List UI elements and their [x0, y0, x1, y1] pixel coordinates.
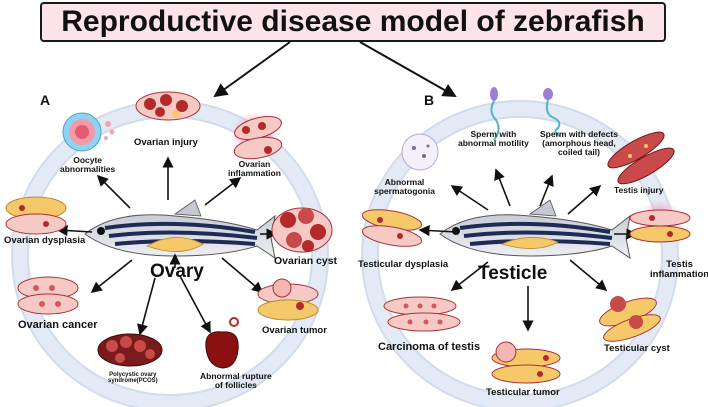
arrow-b-defects	[539, 174, 554, 207]
label-carcinoma-of-testis: Carcinoma of testis	[378, 341, 481, 353]
arrow-b-carcinoma	[450, 261, 489, 291]
spermatogonia-illustration	[401, 133, 439, 171]
arrow-b-spermatogonia	[450, 185, 489, 211]
ovarian-cyst-illustration	[271, 207, 333, 253]
oocyte-illustration	[62, 112, 115, 152]
arrow-b-dysplasia	[418, 224, 457, 237]
diagram-title: Reproductive disease model of zebrafish	[61, 5, 645, 38]
zebrafish-a	[84, 199, 276, 260]
arrow-a-inflammation	[204, 177, 242, 206]
panel-a-letter: A	[40, 92, 51, 108]
title-arrow-a	[213, 41, 291, 98]
arrow-a-pcos	[137, 277, 156, 336]
follicle-rupture-illustration	[205, 317, 239, 369]
ovarian-cancer-illustration	[17, 276, 79, 315]
ovarian-injury-illustration	[135, 91, 201, 121]
sperm-motility-illustration	[490, 87, 500, 141]
carcinoma-illustration	[383, 296, 461, 332]
label-sperm-defects: Sperm with defects (amorphous head, coil…	[540, 129, 618, 158]
arrow-a-rupture	[179, 275, 211, 334]
arrow-b-injury	[567, 184, 602, 215]
label-abnormal-spermatogonia: Abnormal spermatogonia	[374, 177, 435, 197]
ovarian-dysplasia-illustration	[5, 196, 67, 235]
sperm-defects-illustration	[543, 88, 561, 137]
arrow-a-dysplasia	[56, 224, 93, 237]
arrow-b-motility	[494, 168, 511, 207]
panel-b-letter: B	[424, 92, 435, 108]
panel-a-center-label: Ovary	[150, 261, 204, 282]
arrow-b-cyst	[569, 259, 608, 292]
label-testis-inflammation: Testis inflammation	[650, 259, 708, 281]
testicular-tumor-illustration	[491, 341, 561, 384]
title-arrow-b	[359, 41, 457, 97]
label-ovarian-tumor: Ovarian tumor	[262, 325, 327, 336]
label-oocyte-abnormalities: Oocyte abnormalities	[60, 155, 116, 175]
label-testicular-tumor: Testicular tumor	[486, 387, 560, 398]
label-sperm-abnormal-motility: Sperm with abnormal motility	[458, 129, 529, 149]
label-testis-injury: Testis injury	[614, 185, 664, 195]
label-abnormal-rupture: Abnormal rupture of follicles	[200, 371, 272, 391]
arrow-a-cancer	[90, 259, 133, 293]
testis-inflammation-illustration	[629, 200, 691, 244]
label-testicular-cyst: Testicular cyst	[604, 343, 670, 354]
label-ovarian-dysplasia: Ovarian dysplasia	[4, 235, 86, 246]
label-ovarian-cyst: Ovarian cyst	[274, 255, 338, 267]
label-pcos: Polycystic ovary syndrome(PCOS)	[108, 372, 158, 385]
panel-b-center-label: Testicle	[478, 263, 548, 284]
label-ovarian-cancer: Ovarian cancer	[18, 319, 98, 331]
arrow-a-tumor	[221, 257, 264, 294]
zebrafish-b	[439, 199, 631, 260]
testicular-cyst-illustration	[599, 296, 661, 342]
ring-b-inner	[363, 102, 677, 407]
arrow-a-oocyte	[96, 174, 131, 209]
label-testicular-dysplasia: Testicular dysplasia	[358, 259, 449, 270]
label-ovarian-inflammation: Ovarian inflammation	[228, 159, 281, 179]
ovarian-inflammation-illustration	[231, 111, 283, 160]
ovarian-tumor-illustration	[257, 278, 319, 321]
testicular-dysplasia-illustration	[361, 209, 423, 247]
title-banner: Reproductive disease model of zebrafish	[40, 2, 666, 42]
label-ovarian-injury: Ovarian injury	[134, 137, 198, 148]
testis-injury-illustration	[607, 131, 675, 185]
pcos-illustration	[97, 333, 163, 367]
